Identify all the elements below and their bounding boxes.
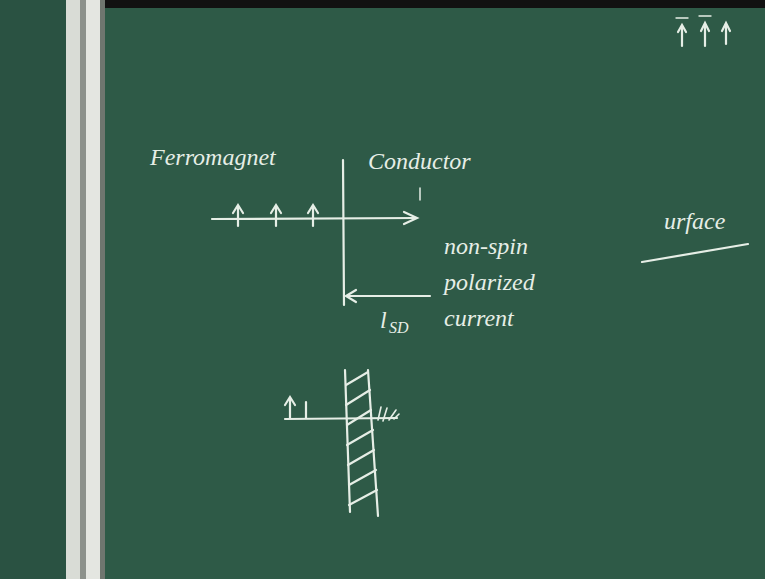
length-symbol: l bbox=[380, 305, 387, 335]
current-note: non-spin polarized current bbox=[444, 228, 559, 336]
material-label: Conductor bbox=[368, 146, 471, 176]
material-label: Ferromagnet bbox=[150, 142, 276, 172]
length-subscript: SD bbox=[389, 318, 409, 338]
surface-label: urface bbox=[664, 206, 725, 236]
